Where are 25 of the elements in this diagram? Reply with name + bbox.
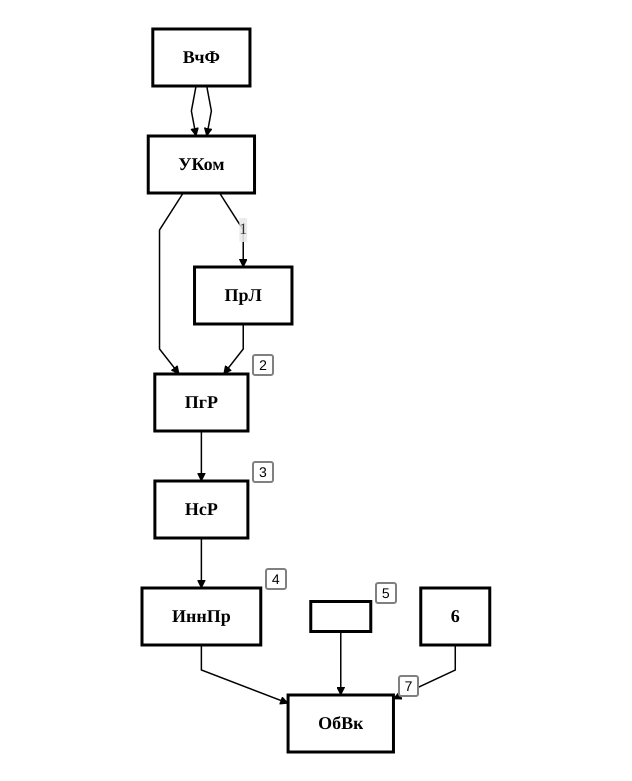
callout-number: 3 (252, 461, 274, 483)
node-box (309, 600, 372, 633)
node-box: ПгР (153, 372, 250, 432)
callout-number: 4 (264, 568, 287, 590)
arrow (219, 192, 248, 268)
callout-number: 2 (252, 354, 274, 376)
arrow (223, 324, 244, 374)
node-box: ПрЛ (193, 266, 294, 326)
callout-number: 7 (398, 675, 420, 697)
arrow (197, 431, 206, 482)
edge-label: 1 (239, 221, 248, 238)
node-box: 6 (419, 586, 492, 646)
arrow (393, 645, 456, 700)
arrow (197, 538, 206, 588)
arrow (190, 86, 200, 136)
arrow (158, 192, 184, 374)
node-box: ОбВк (286, 694, 396, 754)
arrow (200, 645, 289, 705)
arrow (336, 632, 346, 696)
callout-number: 5 (374, 582, 397, 604)
node-box: НсР (154, 480, 250, 540)
node-box: УКом (146, 134, 256, 194)
node-box: ИннПр (140, 586, 262, 646)
node-box: ВчФ (151, 28, 252, 88)
arrow (204, 86, 213, 136)
